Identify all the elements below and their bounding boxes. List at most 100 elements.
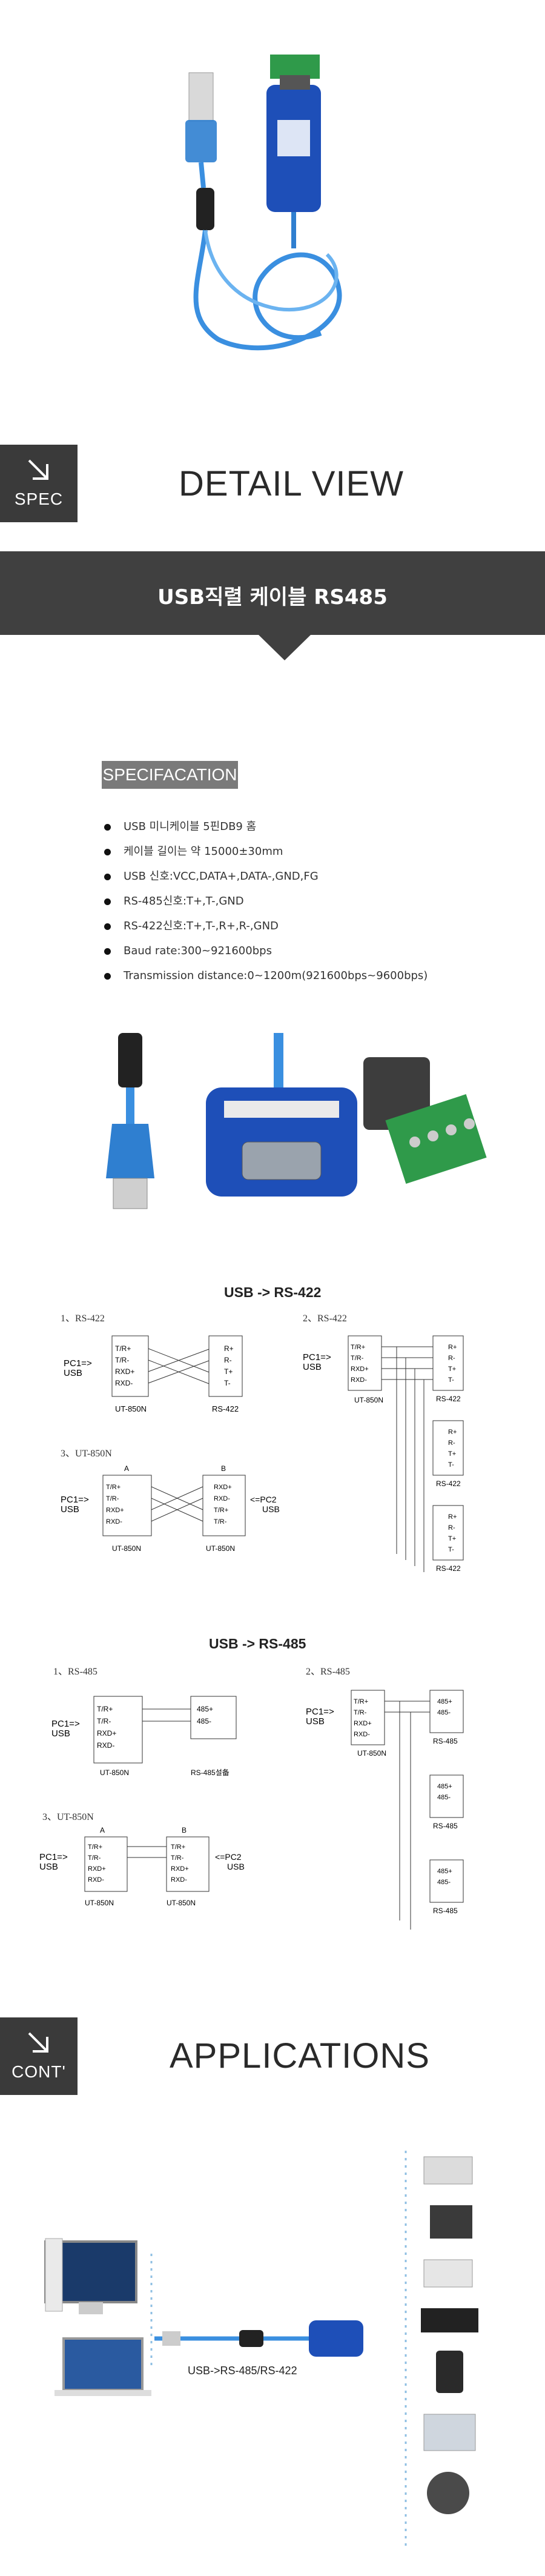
diagram-422-panel1-label: 1、RS-422 xyxy=(61,1313,105,1324)
svg-text:RXD+: RXD+ xyxy=(214,1484,232,1491)
banner-arrow xyxy=(257,634,312,660)
svg-text:RS-422: RS-422 xyxy=(436,1395,461,1403)
svg-text:RS-485: RS-485 xyxy=(433,1822,458,1830)
svg-text:USB: USB xyxy=(39,1862,58,1872)
banner-title: USB직렬 케이블 RS485 xyxy=(157,585,388,609)
svg-text:T/R-: T/R- xyxy=(214,1518,227,1525)
svg-text:T/R+: T/R+ xyxy=(171,1844,185,1851)
svg-text:USB: USB xyxy=(303,1362,322,1372)
cont-badge-label: CONT' xyxy=(12,2062,66,2081)
diagram-422-panel2: PC1=> USB T/R+ T/R- RXD+ RXD- UT-850N R+… xyxy=(300,1324,500,1584)
svg-text:T+: T+ xyxy=(448,1366,456,1373)
svg-text:RS-422: RS-422 xyxy=(436,1479,461,1488)
spec-item: USB 미니케이블 5핀DB9 홈 xyxy=(104,819,428,844)
svg-text:T/R-: T/R- xyxy=(354,1709,367,1716)
svg-text:485-: 485- xyxy=(437,1794,451,1801)
svg-text:USB: USB xyxy=(51,1728,70,1739)
applications-diagram xyxy=(24,2139,521,2563)
svg-text:RXD+: RXD+ xyxy=(106,1507,124,1514)
svg-text:T/R+: T/R+ xyxy=(354,1698,368,1705)
svg-text:RXD-: RXD- xyxy=(354,1731,370,1738)
detail-view-title: DETAIL VIEW xyxy=(179,464,404,503)
svg-text:485+: 485+ xyxy=(437,1868,452,1875)
svg-text:T-: T- xyxy=(224,1379,231,1387)
svg-text:PC1=>: PC1=> xyxy=(61,1495,89,1505)
spec-item: Transmission distance:0~1200m(921600bps~… xyxy=(104,968,428,993)
applications-title: APPLICATIONS xyxy=(170,2036,430,2076)
svg-text:T/R+: T/R+ xyxy=(88,1844,102,1851)
svg-text:R-: R- xyxy=(448,1439,455,1447)
svg-text:R-: R- xyxy=(224,1356,232,1364)
svg-text:USB: USB xyxy=(262,1504,280,1514)
specification-tag: SPECIFACATION xyxy=(102,761,238,789)
svg-text:UT-850N: UT-850N xyxy=(112,1544,141,1553)
svg-text:RXD-: RXD- xyxy=(115,1379,133,1387)
specification-list: USB 미니케이블 5핀DB9 홈 케이블 길이는 약 15000±30mm U… xyxy=(104,819,428,993)
svg-text:UT-850N: UT-850N xyxy=(206,1544,235,1553)
diagram-422-panel3-label: 3、UT-850N xyxy=(61,1449,112,1459)
svg-text:RXD+: RXD+ xyxy=(351,1366,369,1373)
svg-text:PC1=>: PC1=> xyxy=(51,1719,80,1729)
svg-text:USB: USB xyxy=(61,1504,79,1515)
usb-plug-photo xyxy=(82,1033,191,1215)
svg-text:USB: USB xyxy=(306,1716,325,1727)
svg-text:UT-850N: UT-850N xyxy=(85,1899,114,1907)
spec-item: RS-485신호:T+,T-,GND xyxy=(104,894,428,918)
svg-text:485-: 485- xyxy=(437,1879,451,1886)
product-hero-image xyxy=(145,48,400,424)
svg-text:T/R+: T/R+ xyxy=(115,1344,131,1353)
svg-text:T/R-: T/R- xyxy=(106,1495,119,1502)
spec-item: Baud rate:300~921600bps xyxy=(104,943,428,968)
svg-text:RS-485: RS-485 xyxy=(433,1737,458,1745)
svg-text:485-: 485- xyxy=(197,1717,211,1725)
svg-text:RXD+: RXD+ xyxy=(171,1865,189,1873)
svg-text:RS-422: RS-422 xyxy=(212,1404,239,1413)
svg-text:T+: T+ xyxy=(224,1367,233,1376)
spec-item: 케이블 길이는 약 15000±30mm xyxy=(104,844,428,869)
cont-badge: CONT' xyxy=(0,2017,78,2095)
diagram-422-panel2-label: 2、RS-422 xyxy=(303,1313,347,1324)
applications-caption: USB->RS-485/RS-422 xyxy=(188,2365,297,2377)
svg-text:T/R+: T/R+ xyxy=(214,1507,228,1514)
svg-text:T+: T+ xyxy=(448,1535,456,1542)
arrow-down-right-icon xyxy=(28,459,48,480)
svg-text:UT-850N: UT-850N xyxy=(115,1404,147,1413)
svg-text:UT-850N: UT-850N xyxy=(167,1899,196,1907)
svg-text:RXD-: RXD- xyxy=(351,1376,367,1384)
diagram-485-panel3-label: 3、UT-850N xyxy=(42,1812,94,1822)
svg-text:RXD+: RXD+ xyxy=(97,1729,116,1738)
svg-text:RXD-: RXD- xyxy=(106,1518,122,1525)
svg-text:485-: 485- xyxy=(437,1709,451,1716)
spec-item: RS-422신호:T+,T-,R+,R-,GND xyxy=(104,918,428,943)
svg-text:485+: 485+ xyxy=(437,1783,452,1790)
svg-text:A: A xyxy=(124,1464,129,1473)
svg-text:485+: 485+ xyxy=(197,1705,213,1713)
diagram-485-panel1: PC1=> USB T/R+ T/R- RXD+ RXD- 485+ 485- … xyxy=(48,1678,297,1787)
diagram-485-title: USB -> RS-485 xyxy=(209,1636,306,1651)
svg-text:R+: R+ xyxy=(224,1344,234,1353)
svg-text:PC1=>: PC1=> xyxy=(306,1707,334,1717)
svg-text:T/R+: T/R+ xyxy=(97,1705,113,1713)
svg-text:<=PC2: <=PC2 xyxy=(215,1852,242,1862)
svg-text:RXD-: RXD- xyxy=(214,1495,230,1502)
svg-text:RXD+: RXD+ xyxy=(354,1720,372,1727)
svg-text:UT-850N: UT-850N xyxy=(357,1749,386,1758)
diagram-485-panel2: PC1=> USB T/R+ T/R- RXD+ RXD- UT-850N 48… xyxy=(303,1678,503,1957)
product-banner: USB직렬 케이블 RS485 xyxy=(0,551,545,635)
svg-text:RXD+: RXD+ xyxy=(115,1367,134,1376)
pc1-label: PC1=> xyxy=(64,1358,92,1369)
spec-badge-label: SPEC xyxy=(14,490,64,508)
svg-text:T/R-: T/R- xyxy=(351,1355,364,1362)
adapter-photo xyxy=(194,1033,369,1215)
usb-label: USB xyxy=(64,1368,82,1378)
arrow-down-right-icon xyxy=(28,2032,48,2053)
svg-text:R+: R+ xyxy=(448,1429,457,1436)
svg-text:B: B xyxy=(221,1464,226,1473)
svg-text:R-: R- xyxy=(448,1355,455,1362)
svg-text:R-: R- xyxy=(448,1524,455,1532)
svg-text:T+: T+ xyxy=(448,1450,456,1458)
svg-text:R+: R+ xyxy=(448,1513,457,1521)
svg-text:485+: 485+ xyxy=(437,1698,452,1705)
svg-text:USB: USB xyxy=(227,1862,245,1871)
svg-text:<=PC2: <=PC2 xyxy=(250,1495,277,1504)
